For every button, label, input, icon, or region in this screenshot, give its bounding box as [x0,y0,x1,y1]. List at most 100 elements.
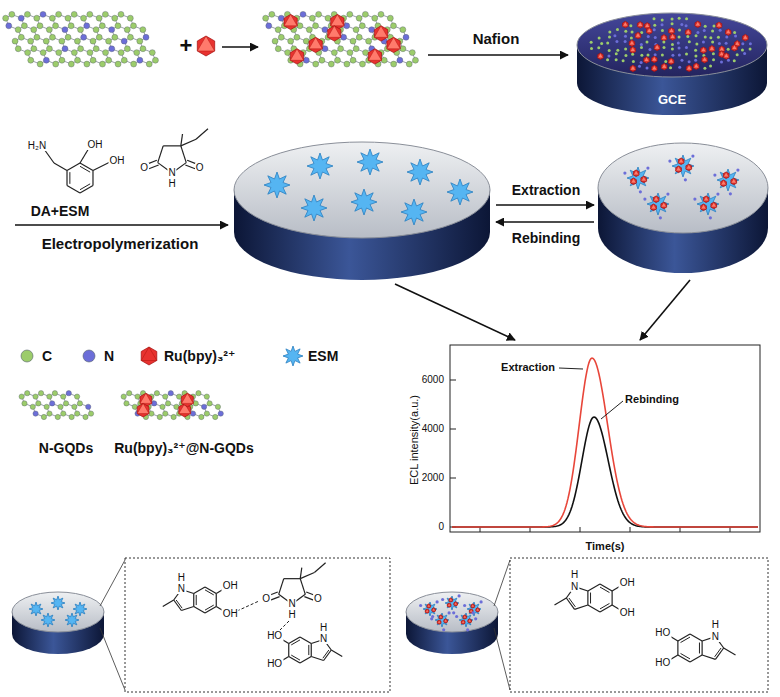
n-gqd-sheet-part [43,57,49,63]
extracted-electrode-part [641,176,647,181]
gce-electrode-part [741,42,744,45]
extracted-electrode-part [627,167,649,189]
legend-item: C [16,345,52,367]
ru-n-gqd-sheet-part [313,23,319,29]
extracted-electrode-small-part [461,620,465,623]
ru-n-gqd-sheet-part [381,57,387,63]
gce-electrode-part [669,28,675,33]
mip-electrode-part [357,149,383,175]
dopamine-structure-part [66,171,67,186]
imprint-structure-part [205,587,216,594]
n-gqd-sheet-part [109,27,115,33]
gce-electrode-part [598,53,604,59]
n-gqd-picture-part [19,394,24,399]
imprint-structure-part [205,590,214,595]
ru-n-gqd-sheet-part [309,37,322,49]
polydopamine-structure-part [600,605,612,612]
gce-electrode-part [613,34,616,37]
extracted-electrode-small-part [463,604,466,607]
gce-electrode-part [661,29,664,32]
n-gqd-sheet-part [37,23,43,29]
ru-n-gqd-sheet-part [278,34,284,40]
n-gqd-sheet-part [87,50,93,56]
n-gqd-picture-part [75,411,80,416]
extracted-electrode-part [709,216,712,219]
polydopamine-structure-part [715,648,721,657]
imprint-structure-part [314,563,325,573]
extracted-electrode-part [723,172,729,177]
gce-electrode-part [678,66,681,69]
imprint-structure-part [323,650,329,658]
ru-n-gqd-sheet-part [285,50,291,56]
imprint-structure-part [289,657,300,664]
imprint-structure-part [174,600,182,611]
ru-n-gqd-sheet-part [350,57,356,63]
atom-label: N [167,168,176,178]
extracted-electrode-small-part [471,611,474,614]
gce-electrode-part [644,57,650,63]
gce-electrode-part [712,24,715,27]
ru-n-gqd-sheet-part [269,11,275,17]
n-gqd-sheet-part [37,61,43,67]
gce-electrode-part [685,29,691,35]
polydopamine-structure-part [590,593,591,604]
gce-electrode-part [669,66,672,69]
extracted-electrode-part [668,159,671,162]
n-gqd-sheet-part [40,50,46,56]
extracted-electrode-small-part [471,604,475,608]
series-label: Extraction [500,362,556,373]
n-gqd-sheet-part [112,34,118,40]
ru-n-gqd-sheet-part [288,38,294,44]
legend-item: Ru(bpy)₃²⁺ [138,345,235,367]
ru-n-gqd-picture-part [201,404,206,409]
legend-swatch-shape [141,347,157,365]
n-gqd-sheet-part [99,23,105,29]
gce-electrode-part [749,42,752,45]
ru-n-gqd-sheet-part [331,14,344,25]
gce-electrode-part [671,48,674,51]
extracted-electrode-small-part [432,608,436,612]
gce-electrode-part [702,41,705,44]
extracted-electrode-part [736,169,739,172]
ru-n-gqd-picture-part [182,393,194,403]
imprint-structure-part [237,601,259,611]
atom-label: H [177,573,186,583]
ru-n-gqd-sheet-part [369,27,375,33]
ru-n-gqd-sheet-part [406,61,412,67]
n-gqd-sheet-part [140,46,146,52]
gce-electrode-part [702,57,708,62]
gce-electrode-part [735,41,741,46]
n-gqd-sheet-part [96,34,102,40]
extracted-electrode-part [639,190,642,193]
extracted-electrode-part [651,204,657,209]
n-gqd-picture-part [50,401,55,406]
n-gqd-sheet-part [24,11,30,17]
ru-n-gqd-sheet-part [275,46,281,52]
esm-structure-part [158,146,163,163]
gce-electrode-part [615,52,618,55]
n-gqd-picture-part [38,391,43,396]
gce-electrode-part [704,35,707,38]
extracted-electrode-small-part [423,602,437,616]
n-gqd-sheet-part [124,46,130,52]
n-gqd-picture-part [61,394,66,399]
polydopamine-structure-part [588,605,600,612]
extracted-electrode-part [647,193,669,215]
n-gqd-sheet-part [62,27,68,33]
gce-electrode-part [701,47,707,52]
ru-n-gqd-sheet-part [368,49,381,61]
ru-n-gqd-picture-part [174,404,179,409]
atom-label: OH [222,581,239,591]
n-gqd-sheet-part [40,11,46,17]
gce-electrode-part [630,47,636,52]
n-gqd-sheet-part [127,15,133,21]
ru-n-gqd-sheet-part [319,57,325,63]
extracted-electrode-part [721,180,727,185]
atom-label: H [570,570,579,580]
gce-electrode-part [630,65,636,71]
gce-electrode-part [685,24,688,27]
gce-electrode-part [685,29,691,34]
ru-n-gqd-sheet-part [303,57,309,63]
extracted-electrode-part [653,196,659,203]
n-gqd-sheet-part [124,27,130,33]
